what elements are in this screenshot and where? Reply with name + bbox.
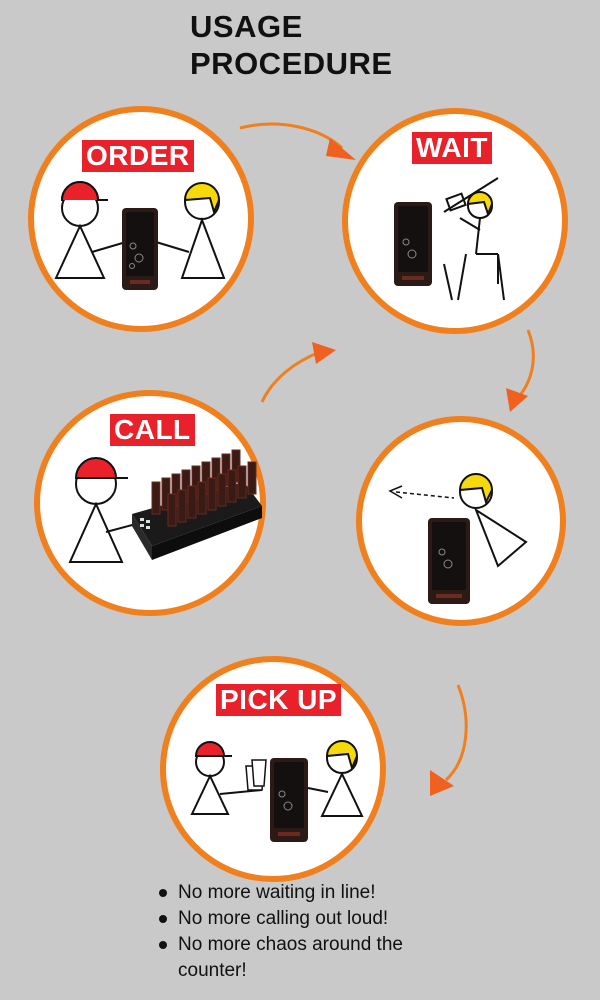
staff-figure [68,457,137,563]
benefit-item: No more chaos around the counter! [156,932,456,984]
benefit-item: No more waiting in line! [156,880,456,906]
order-illustration [54,181,226,290]
step-notified-circle [356,416,566,626]
step-wait-circle: WAIT [342,108,568,334]
benefits-list: No more waiting in line! No more calling… [156,880,456,984]
step-pickup-label: PICK UP [216,684,342,716]
customer-figure [54,181,127,279]
wait-illustration [394,177,505,301]
title-line-2: PROCEDURE [190,46,393,81]
staff-figure [155,182,226,279]
page-title: USAGE PROCEDURE [190,8,393,82]
step-wait-label: WAIT [412,132,492,164]
step-call-circle: CALL [34,390,266,616]
arrow-to-pickup [430,684,468,796]
dashed-arrow [388,485,455,499]
pager-device [270,758,308,842]
customer-figure [458,473,528,568]
arrow-call-to-wait [260,342,336,403]
step-order-circle: ORDER [28,106,254,332]
pager-device [122,208,158,290]
notified-illustration [388,473,528,604]
pager-device [394,202,432,286]
step-pickup-circle: PICK UP [160,656,386,882]
pager-device [428,518,470,604]
drink-cups [245,759,267,791]
title-line-1: USAGE [190,9,303,44]
seated-customer-figure [443,177,505,301]
arrow-order-to-wait [239,122,356,160]
staff-figure [307,740,364,817]
step-call-label: CALL [110,414,195,446]
call-illustration [68,449,262,563]
benefit-item: No more calling out loud! [156,906,456,932]
pickup-illustration [190,740,364,842]
step-order-label: ORDER [82,140,194,172]
arrow-wait-to-called [506,329,535,412]
pager-charging-base [132,449,262,560]
